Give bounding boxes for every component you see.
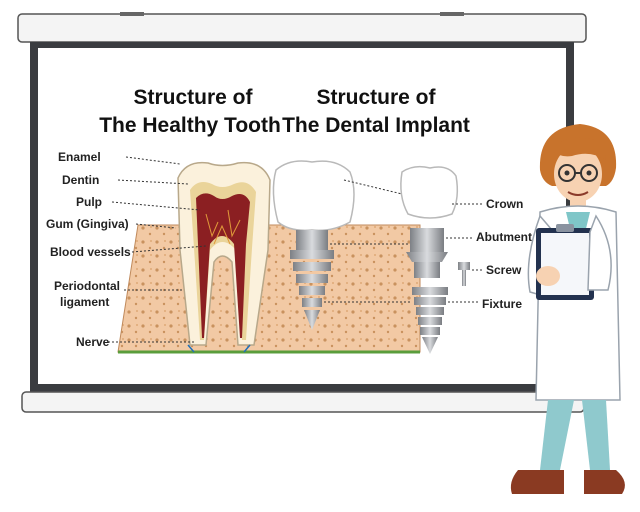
dental-implant bbox=[272, 160, 355, 330]
leader-abutment bbox=[330, 237, 474, 245]
label-enamel: Enamel bbox=[58, 150, 101, 164]
abutment-part bbox=[406, 228, 448, 278]
label-periodontal-2: ligament bbox=[60, 295, 109, 309]
tooth-title-line2: The Healthy Tooth bbox=[99, 114, 281, 137]
label-screw: Screw bbox=[486, 263, 522, 277]
crown-part bbox=[400, 165, 459, 219]
scientist-character bbox=[510, 124, 625, 494]
screw-part bbox=[458, 262, 470, 286]
leader-blood-vessels bbox=[131, 245, 207, 253]
label-periodontal-1: Periodontal bbox=[54, 279, 120, 293]
tooth-labels: Enamel Dentin Pulp Gum (Gingiva) Blood v… bbox=[46, 150, 207, 349]
shoe-right bbox=[584, 470, 625, 494]
fixture-part bbox=[412, 287, 448, 354]
leg-right bbox=[582, 400, 610, 470]
label-gum: Gum (Gingiva) bbox=[46, 217, 129, 231]
leader-crown bbox=[343, 179, 484, 205]
implant-title-line2: The Dental Implant bbox=[282, 114, 470, 137]
leg-left bbox=[540, 400, 574, 470]
implant-parts bbox=[400, 165, 470, 354]
label-nerve: Nerve bbox=[76, 335, 110, 349]
leader-gum bbox=[135, 223, 177, 229]
label-blood-vessels: Blood vessels bbox=[50, 245, 131, 259]
leader-enamel bbox=[125, 156, 181, 165]
leader-pulp bbox=[111, 201, 201, 211]
shoe-left bbox=[510, 470, 564, 494]
label-pulp: Pulp bbox=[76, 195, 102, 209]
tooth-cross-section bbox=[177, 161, 271, 353]
implant-labels: Crown Abutment Screw Fixture bbox=[324, 179, 532, 311]
label-abutment: Abutment bbox=[476, 230, 532, 244]
tooth-title-line1: Structure of bbox=[133, 86, 253, 109]
implant-title-line1: Structure of bbox=[316, 86, 436, 109]
label-dentin: Dentin bbox=[62, 173, 99, 187]
label-fixture: Fixture bbox=[482, 297, 522, 311]
label-crown: Crown bbox=[486, 197, 523, 211]
